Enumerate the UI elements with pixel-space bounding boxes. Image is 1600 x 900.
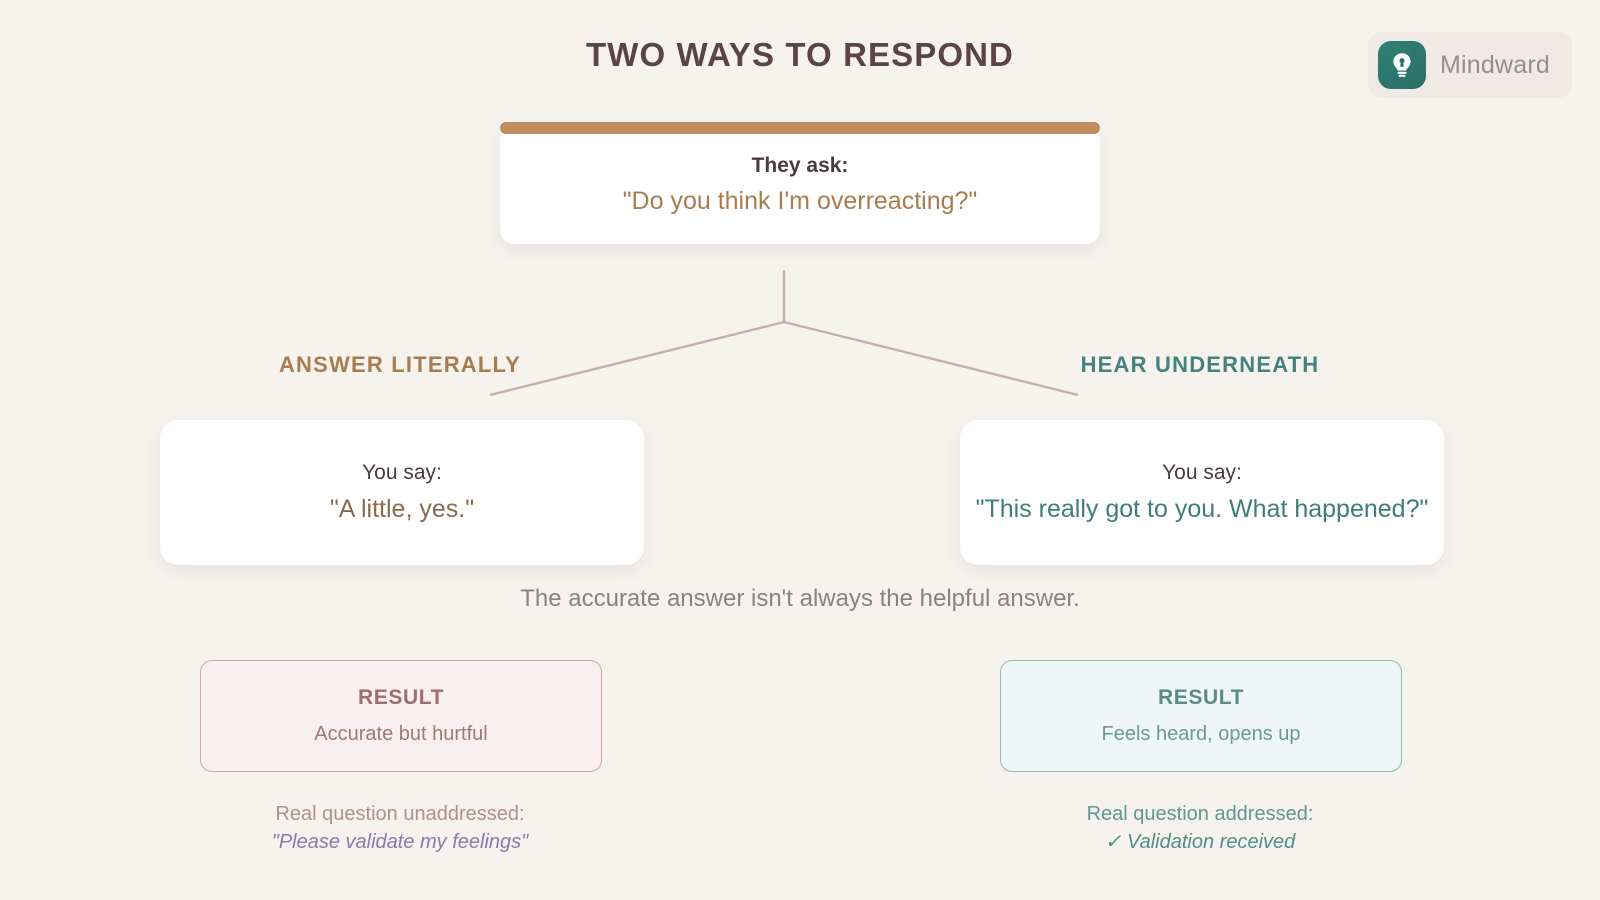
response-card-hear-underneath: You say: "This really got to you. What h… bbox=[960, 420, 1444, 565]
branch-label-hear-underneath: HEAR UNDERNEATH bbox=[1080, 352, 1320, 377]
response-quote: "This really got to you. What happened?" bbox=[975, 495, 1429, 523]
result-title: RESULT bbox=[357, 686, 445, 709]
response-quote: "A little, yes." bbox=[329, 495, 475, 523]
footnote-hear-underneath: Real question addressed: ✓ Validation re… bbox=[990, 800, 1410, 857]
result-title: RESULT bbox=[1157, 686, 1245, 709]
lightbulb-icon bbox=[1389, 51, 1415, 79]
response-label: You say: bbox=[1162, 461, 1242, 484]
footnote-body: "Please validate my feelings" bbox=[271, 831, 529, 854]
footnote-heading: Real question unaddressed: bbox=[275, 803, 525, 825]
result-description: Feels heard, opens up bbox=[1101, 723, 1301, 745]
result-box-hear-underneath: RESULT Feels heard, opens up bbox=[1000, 660, 1402, 772]
branch-label-answer-literally: ANSWER LITERALLY bbox=[278, 352, 522, 377]
page-title: TWO WAYS TO RESPOND bbox=[586, 36, 1014, 73]
caption-text: The accurate answer isn't always the hel… bbox=[520, 585, 1080, 612]
prompt-label: They ask: bbox=[751, 154, 849, 177]
brand-name: Mindward bbox=[1440, 50, 1550, 79]
prompt-card: They ask: "Do you think I'm overreacting… bbox=[500, 122, 1100, 244]
result-description: Accurate but hurtful bbox=[314, 723, 488, 745]
footnote-answer-literally: Real question unaddressed: "Please valid… bbox=[190, 800, 610, 857]
footnote-body: ✓ Validation received bbox=[1104, 831, 1296, 854]
prompt-quote: "Do you think I'm overreacting?" bbox=[622, 187, 978, 215]
result-box-answer-literally: RESULT Accurate but hurtful bbox=[200, 660, 602, 772]
response-card-answer-literally: You say: "A little, yes." bbox=[160, 420, 644, 565]
footnote-heading: Real question addressed: bbox=[1086, 803, 1314, 825]
response-label: You say: bbox=[362, 461, 442, 484]
brand-logo-tile bbox=[1378, 41, 1427, 89]
brand-badge[interactable]: Mindward bbox=[1368, 32, 1572, 98]
branch-connector bbox=[489, 270, 1079, 397]
